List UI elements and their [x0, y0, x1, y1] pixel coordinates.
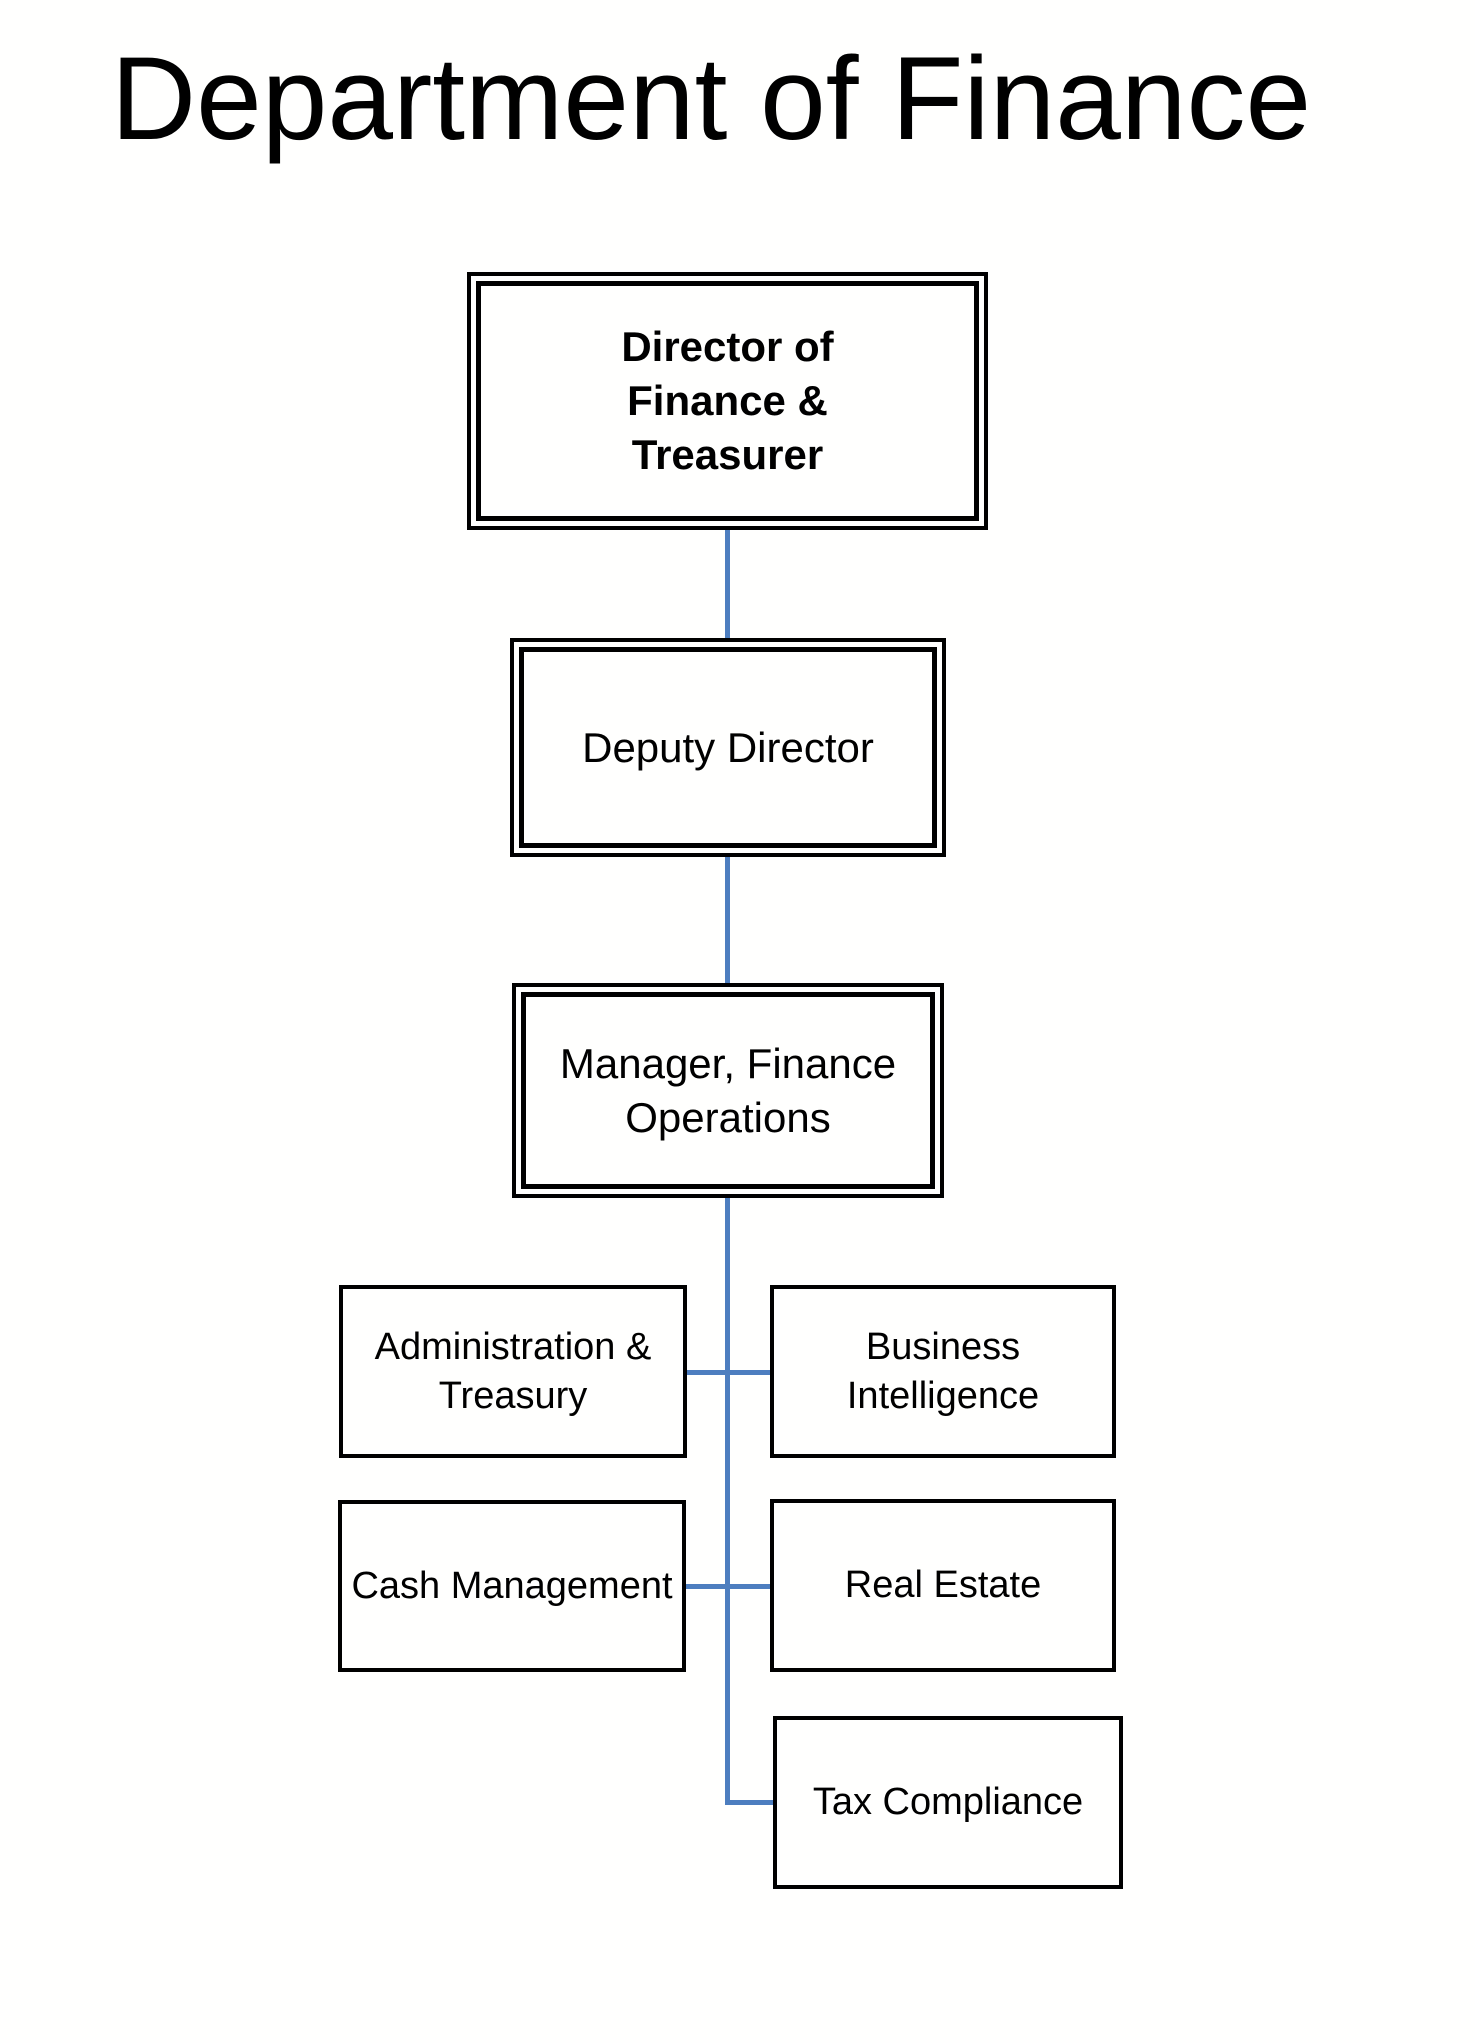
org-node-business-intelligence: Business Intelligence — [770, 1285, 1116, 1458]
org-node-real-estate-label: Real Estate — [844, 1564, 1042, 1607]
org-node-tax-compliance-label: Tax Compliance — [812, 1781, 1084, 1824]
connector-director-to-deputy — [725, 528, 730, 640]
connector-branch-taxcompliance — [725, 1800, 773, 1805]
org-node-cash-management-frame: Cash Management — [342, 1504, 682, 1668]
connector-deputy-to-manager — [725, 855, 730, 985]
org-node-cash-management: Cash Management — [338, 1500, 686, 1672]
org-node-director-label: Director of Finance & Treasurer — [621, 323, 834, 478]
org-node-business-intelligence-label: Business Intelligence — [846, 1325, 1040, 1417]
connector-branch-cash-realestate — [685, 1584, 770, 1589]
org-node-director-frame: Director of Finance & Treasurer — [476, 281, 979, 521]
org-node-administration-treasury-label: Administration & Treasury — [374, 1325, 652, 1417]
org-node-tax-compliance-frame: Tax Compliance — [777, 1720, 1119, 1885]
org-node-administration-treasury-frame: Administration & Treasury — [343, 1289, 683, 1454]
org-node-manager-finance-operations-label: Manager, Finance Operations — [559, 1039, 897, 1141]
org-node-real-estate: Real Estate — [770, 1499, 1116, 1672]
connector-manager-trunk — [725, 1196, 730, 1805]
org-node-cash-management-label: Cash Management — [351, 1564, 673, 1607]
org-node-real-estate-frame: Real Estate — [774, 1503, 1112, 1668]
org-node-administration-treasury: Administration & Treasury — [339, 1285, 687, 1458]
connector-branch-admin-bi — [686, 1370, 770, 1375]
org-node-deputy-director: Deputy Director — [510, 638, 946, 857]
org-node-director: Director of Finance & Treasurer — [467, 272, 988, 530]
org-node-deputy-director-label: Deputy Director — [582, 723, 874, 771]
org-node-business-intelligence-frame: Business Intelligence — [774, 1289, 1112, 1454]
org-node-deputy-director-frame: Deputy Director — [519, 647, 937, 848]
org-node-manager-finance-operations-frame: Manager, Finance Operations — [521, 992, 935, 1189]
org-node-manager-finance-operations: Manager, Finance Operations — [512, 983, 944, 1198]
page-title: Department of Finance — [110, 33, 1312, 165]
org-node-tax-compliance: Tax Compliance — [773, 1716, 1123, 1889]
